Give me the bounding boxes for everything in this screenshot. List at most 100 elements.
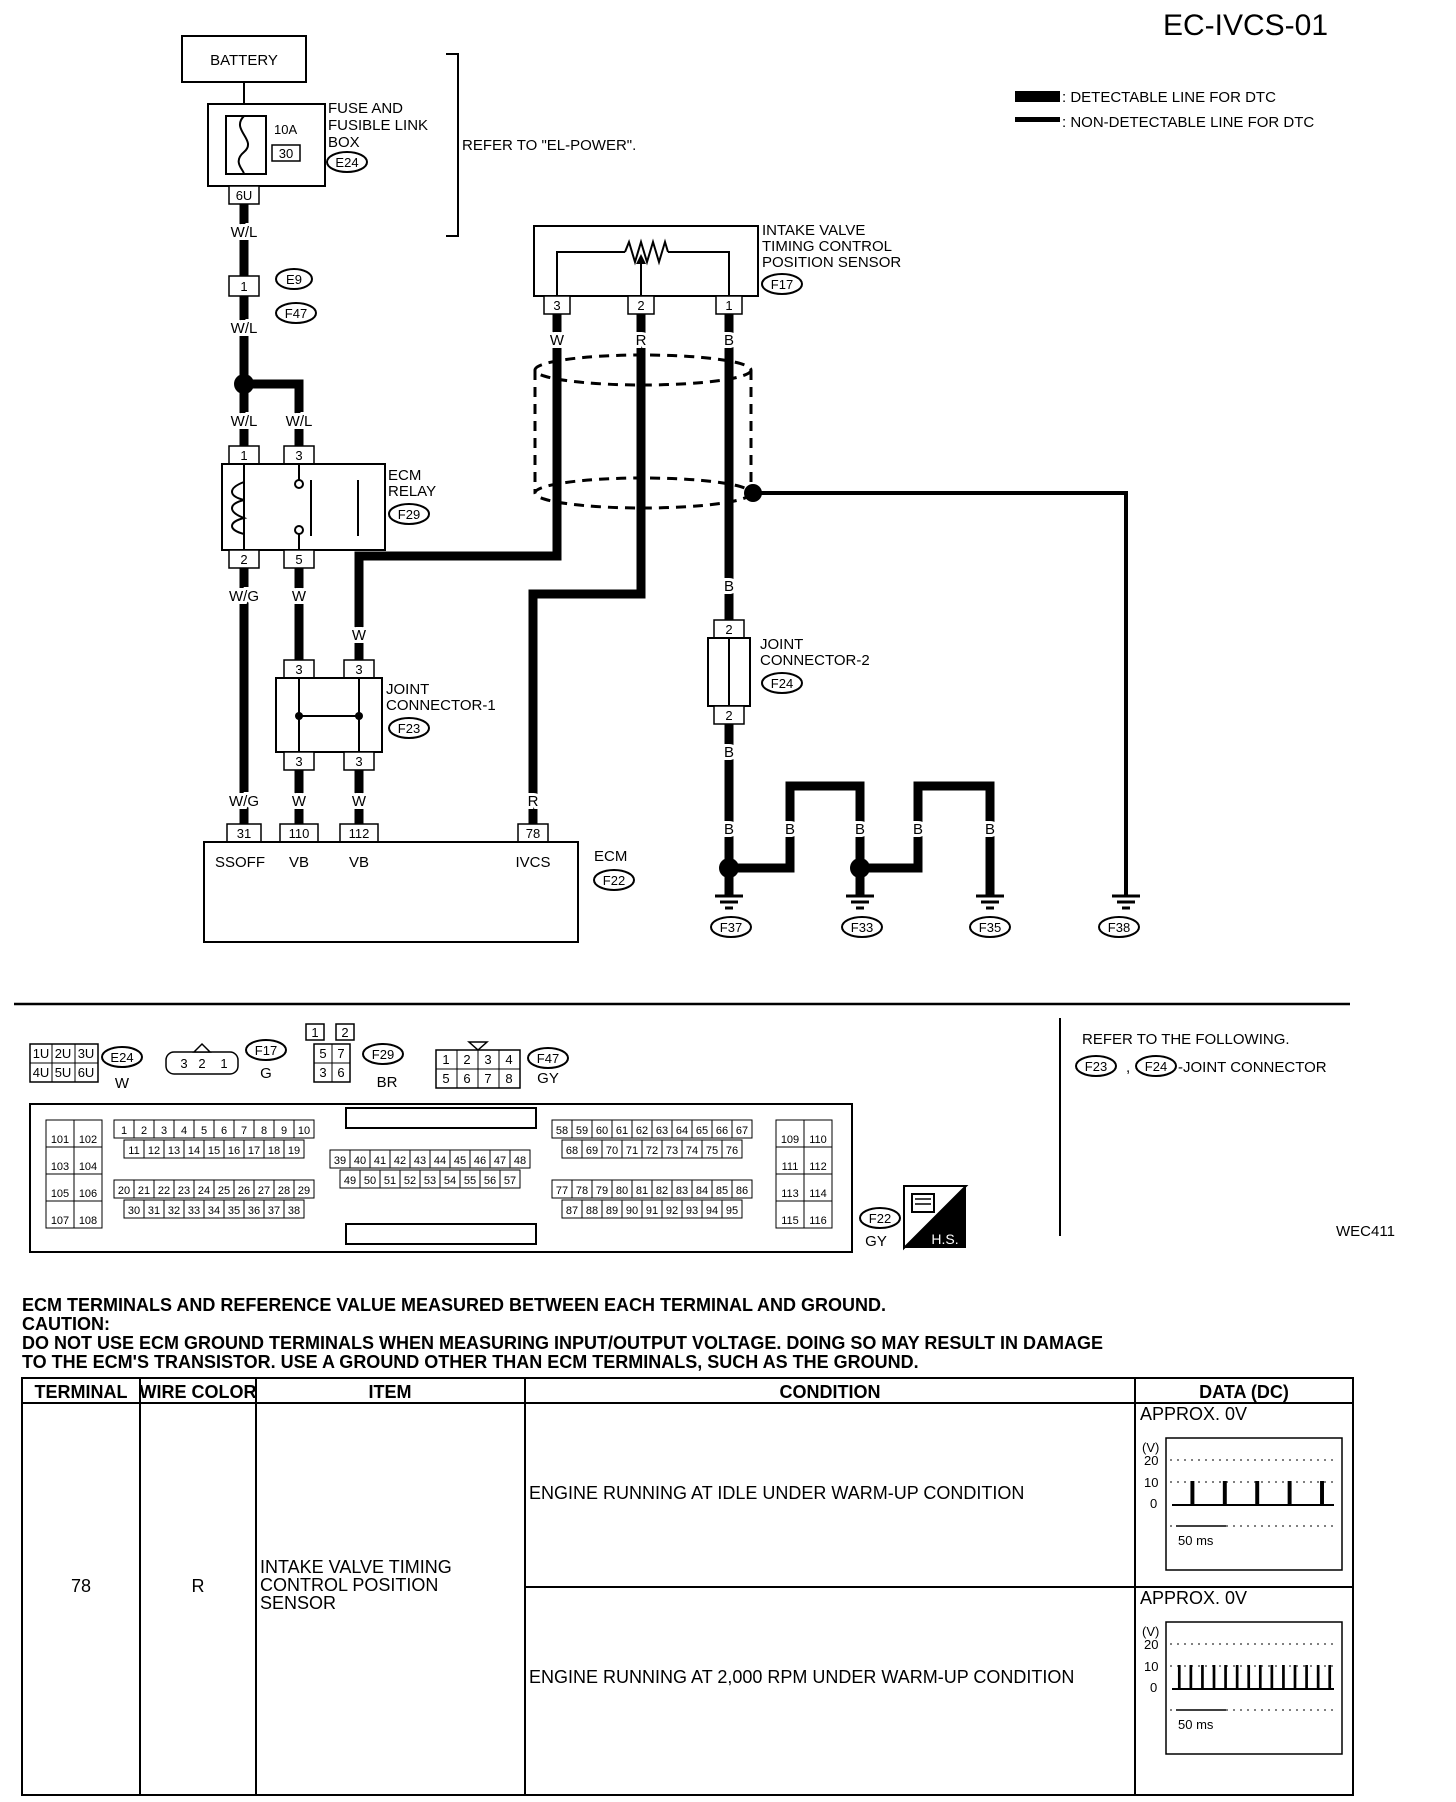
notes-line-2: TO THE ECM'S TRANSISTOR. USE A GROUND OT…: [22, 1352, 919, 1372]
ecm-face-pin-label: 65: [696, 1125, 708, 1137]
ecm-relay-connector-oval: [388, 503, 430, 525]
svg-text:3: 3: [180, 1056, 187, 1071]
non-detectable-line-swatch: [1015, 117, 1060, 122]
wire-color-b-6: B: [855, 821, 865, 838]
ecm-face-pin-label: 30: [128, 1205, 140, 1217]
ecm-face-pin-label: 25: [218, 1185, 230, 1197]
svg-text:2: 2: [198, 1056, 205, 1071]
col-header-item: ITEM: [369, 1382, 412, 1402]
ecm-face-pin: [509, 1149, 531, 1169]
ecm-face-pin-label: 44: [434, 1155, 446, 1167]
scope1-time: 50 ms: [1178, 1533, 1214, 1548]
ecm-face-pin-label: 108: [79, 1215, 97, 1227]
battery-label: BATTERY: [210, 52, 278, 69]
ecm-face-pin-label: 34: [208, 1205, 220, 1217]
ecm-relay-box: [221, 463, 386, 551]
ecm-face-pin-label: 47: [494, 1155, 506, 1167]
wire-color-b-2: B: [724, 578, 734, 595]
ecm-face-pin-label: 103: [51, 1161, 69, 1173]
f29-connector-face: [305, 1023, 355, 1083]
ecm-face-pin-label: 113: [781, 1188, 799, 1200]
ecm-face-pin-label: 67: [736, 1125, 748, 1137]
svg-text:6: 6: [463, 1071, 470, 1086]
wire-color-w-sensor: W: [550, 332, 565, 349]
ecm-face-pin: [803, 1200, 833, 1229]
ecm-face-pin-label: 52: [404, 1175, 416, 1187]
ecm-face-pin: [775, 1173, 805, 1202]
f47-ref: F47: [537, 1051, 559, 1066]
ecm-face-pin-label: 14: [188, 1145, 200, 1157]
sensor-label-3: POSITION SENSOR: [762, 254, 901, 271]
ecm-face-pin: [803, 1146, 833, 1175]
ecm-face-pin-label: 91: [646, 1205, 658, 1217]
wire-color-w-1: W: [292, 588, 307, 605]
cell-wire-color: R: [192, 1576, 205, 1596]
svg-text:3U: 3U: [78, 1046, 95, 1061]
ecm-face-pin-label: 104: [79, 1161, 97, 1173]
svg-text:8: 8: [505, 1071, 512, 1086]
ecm-face-pin-label: 43: [414, 1155, 426, 1167]
ground-f38: F38: [1108, 920, 1130, 935]
ecm-face-pin-label: 106: [79, 1188, 97, 1200]
ecm-face-pin-label: 37: [268, 1205, 280, 1217]
ground-f35: F35: [979, 920, 1001, 935]
ecm-face-pin: [293, 1119, 315, 1139]
svg-text:4U: 4U: [33, 1065, 50, 1080]
sensor-pin-1: [715, 295, 743, 315]
fuse-number: 30: [279, 146, 293, 161]
ecm-face-pin: [283, 1199, 305, 1219]
ecm-face-pin: [73, 1119, 103, 1148]
ecm-face-pin-label: 72: [646, 1145, 658, 1157]
e24-connector-face: [29, 1043, 99, 1083]
notes-heading: ECM TERMINALS AND REFERENCE VALUE MEASUR…: [22, 1295, 886, 1315]
ecm-face-pin-label: 16: [228, 1145, 240, 1157]
ecm-face-pin-label: 90: [626, 1205, 638, 1217]
svg-text:5: 5: [442, 1071, 449, 1086]
ecm-face-pin-label: 10: [298, 1125, 310, 1137]
ecm-face-pin-label: 6: [221, 1125, 227, 1137]
fuse-amp: 10A: [274, 122, 297, 137]
ecm-face-pin-label: 20: [118, 1185, 130, 1197]
ecm-face-pin-label: 55: [464, 1175, 476, 1187]
ground-f33-oval: [841, 916, 883, 938]
ecm-face-pin-label: 101: [51, 1134, 69, 1146]
scope1-tick-10: 10: [1144, 1475, 1158, 1490]
ecm-connector-oval: [593, 869, 635, 891]
ecm-face-pin-label: 75: [706, 1145, 718, 1157]
ground-f38-oval: [1098, 916, 1140, 938]
ecm-face-pin-label: 68: [566, 1145, 578, 1157]
svg-text:5: 5: [319, 1046, 326, 1061]
f17-ref-oval: [245, 1039, 287, 1061]
ecm-face-pin-label: 109: [781, 1134, 799, 1146]
f22-ref: F22: [869, 1211, 891, 1226]
refer-f24: F24: [1145, 1059, 1167, 1074]
ecm-face-pin-label: 94: [706, 1205, 718, 1217]
joint2-label-1: JOINT: [760, 636, 803, 653]
ecm-face-pin-label: 12: [148, 1145, 160, 1157]
wire-color-b-1: B: [724, 332, 734, 349]
scope1-tick-0: 0: [1150, 1496, 1157, 1511]
ecm-face-pin-label: 111: [782, 1161, 799, 1173]
joint1-label-1: JOINT: [386, 681, 429, 698]
ecm-face-pin-label: 116: [809, 1215, 827, 1227]
page-id: EC-IVCS-01: [1163, 9, 1328, 42]
col-header-condition: CONDITION: [780, 1382, 881, 1402]
ecm-face-pin-label: 22: [158, 1185, 170, 1197]
ecm-face-pin-label: 58: [556, 1125, 568, 1137]
f29-color: BR: [377, 1074, 398, 1091]
cell-condition-2000rpm: ENGINE RUNNING AT 2,000 RPM UNDER WARM-U…: [529, 1667, 1074, 1687]
cell-condition-idle: ENGINE RUNNING AT IDLE UNDER WARM-UP CON…: [529, 1483, 1024, 1503]
svg-text:6: 6: [337, 1065, 344, 1080]
ecm-face-pin-label: 57: [504, 1175, 516, 1187]
ecm-face-pin-label: 112: [809, 1161, 827, 1173]
sensor-pin-3: [543, 295, 571, 315]
ground-f35-oval: [969, 916, 1011, 938]
ecm-face-pin: [73, 1146, 103, 1175]
ecm-label: ECM: [594, 848, 627, 865]
ground-symbol: [715, 894, 743, 910]
f47-color: GY: [537, 1070, 559, 1087]
figure-code: WEC411: [1336, 1223, 1395, 1240]
svg-text:1: 1: [442, 1052, 449, 1067]
e24-color: W: [115, 1075, 130, 1092]
